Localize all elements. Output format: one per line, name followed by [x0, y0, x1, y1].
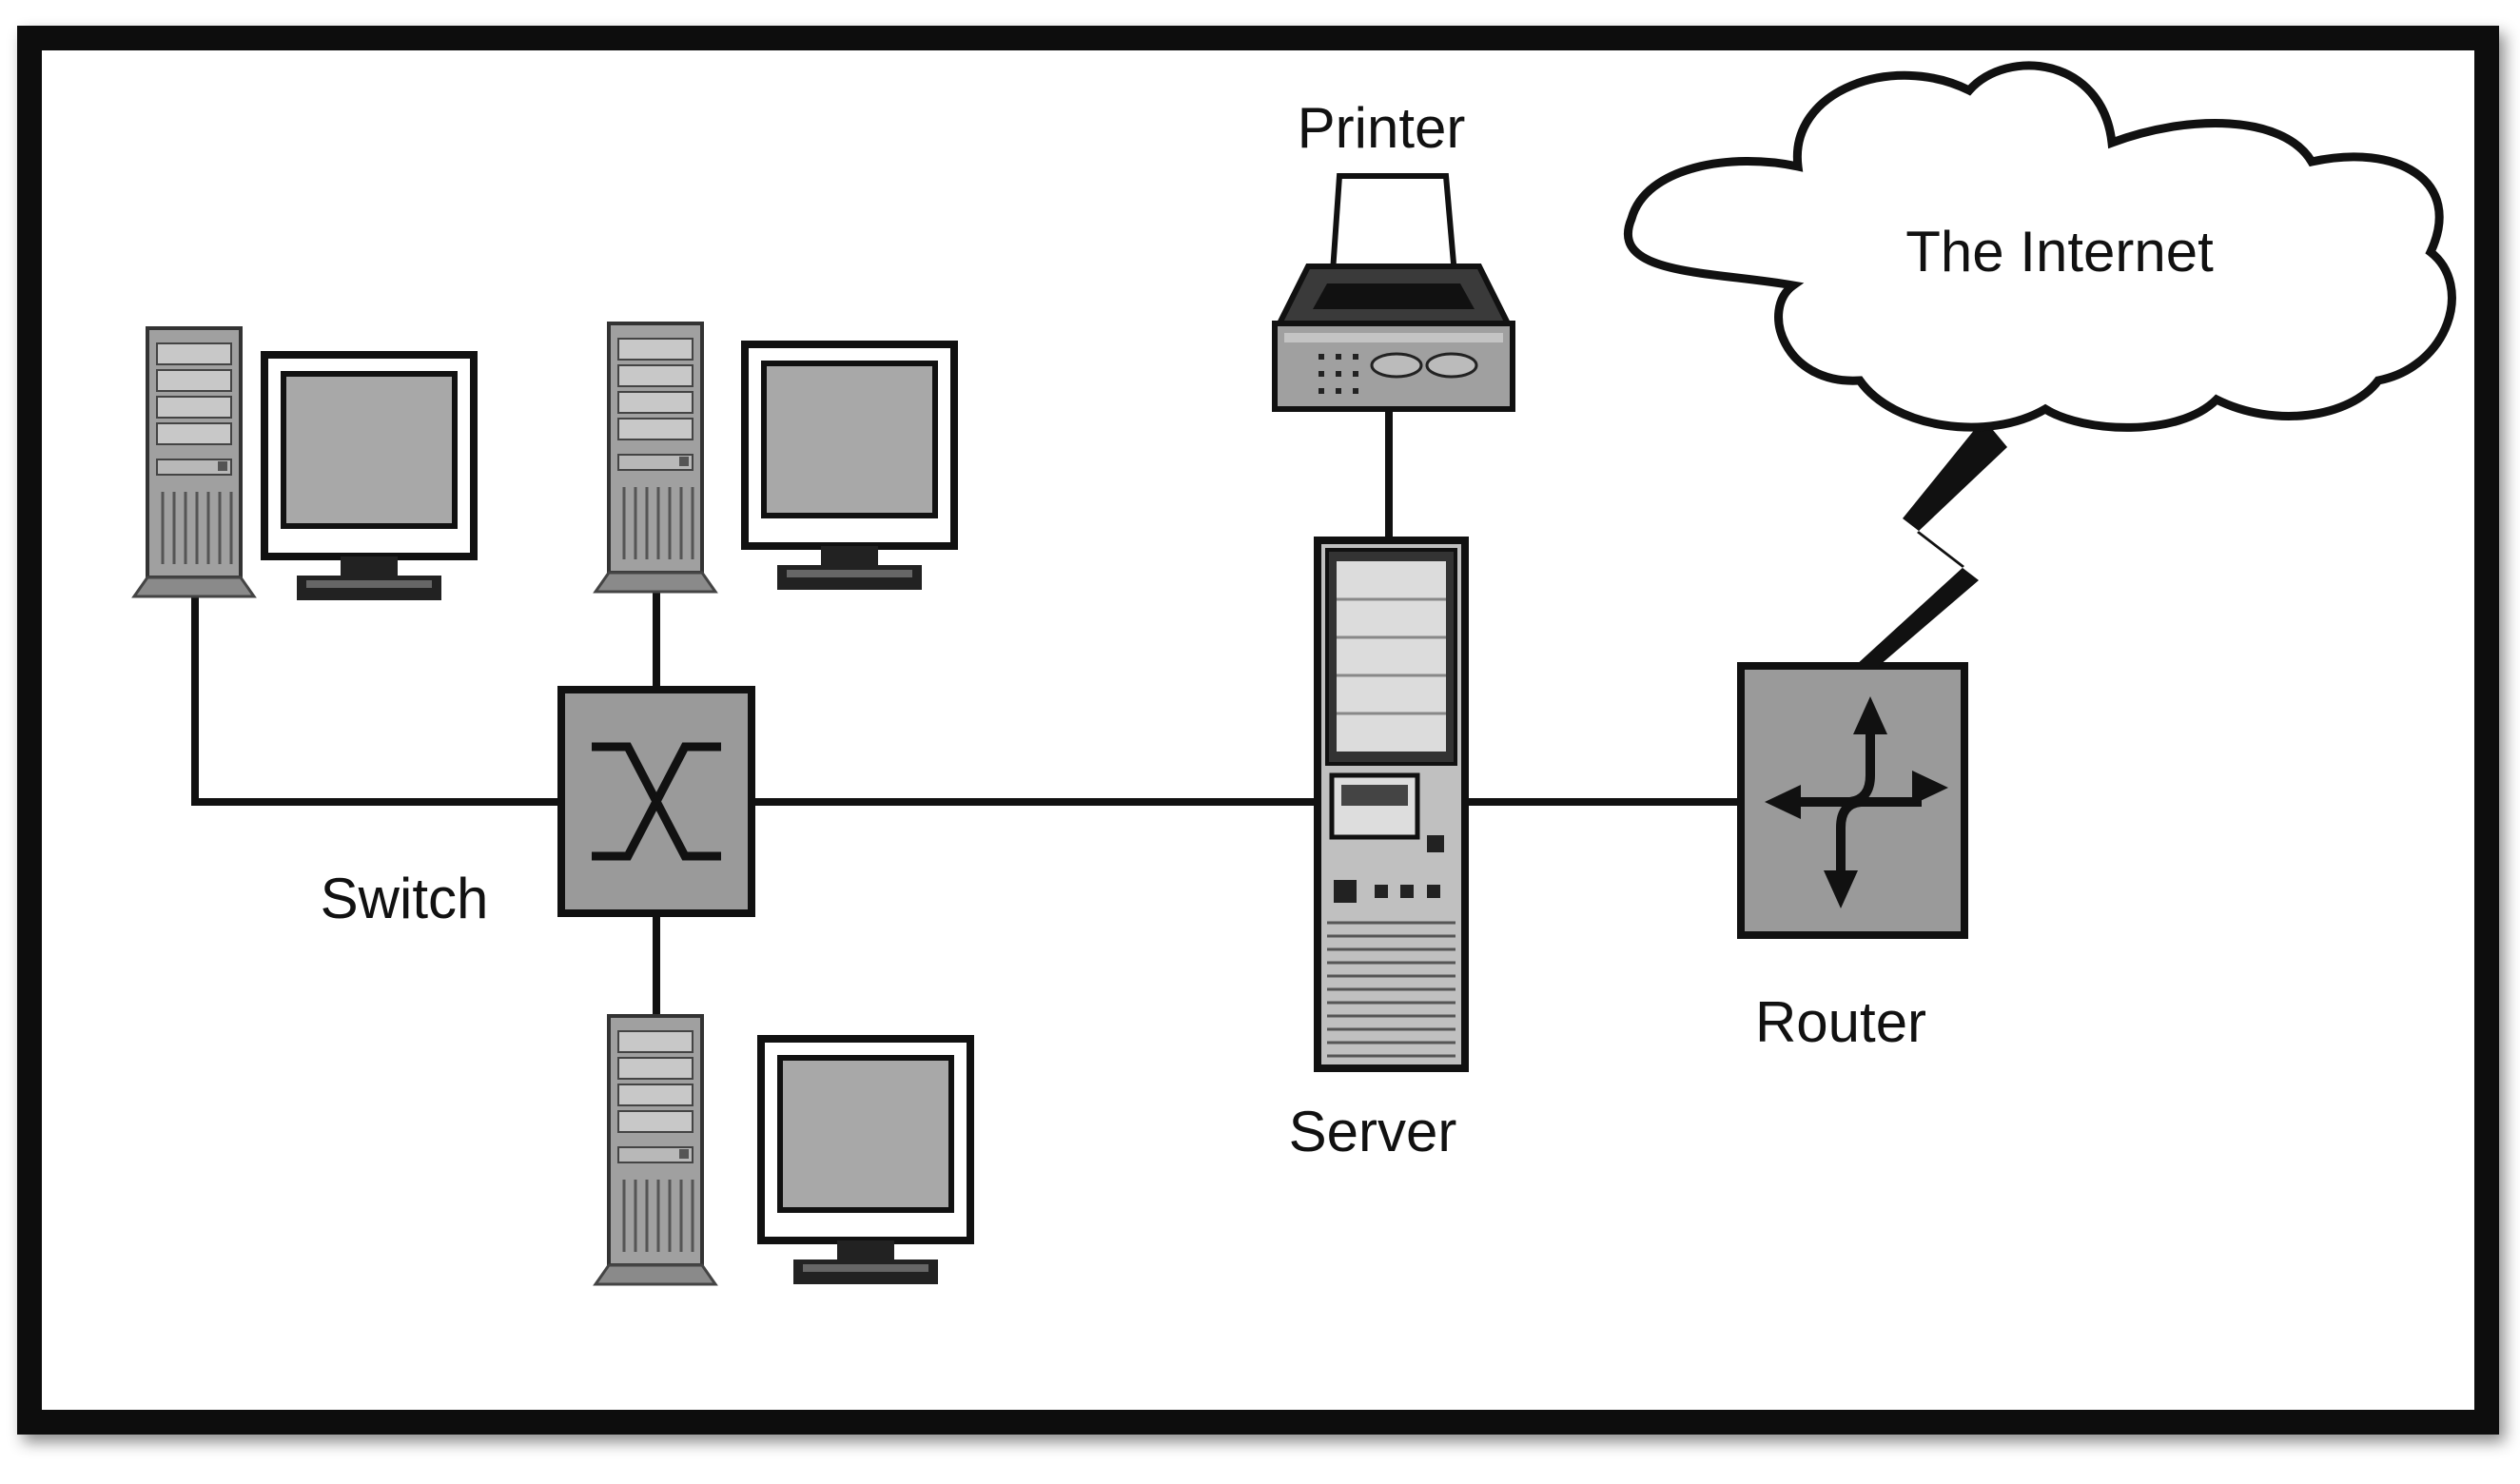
workstation-3 — [594, 1014, 970, 1286]
switch-label: Switch — [321, 867, 489, 930]
internet-cloud — [1624, 61, 2456, 432]
tower-pc-icon — [132, 326, 256, 598]
internet-label: The Internet — [1905, 220, 2214, 283]
tower-pc-icon — [594, 1014, 717, 1286]
switch-icon — [557, 686, 755, 917]
workstation-1 — [132, 326, 474, 600]
router-icon — [1737, 662, 1968, 939]
server-icon — [1314, 537, 1469, 1072]
lightning-link-icon — [1855, 419, 2007, 666]
printer-icon — [1272, 173, 1515, 412]
printer-label: Printer — [1298, 96, 1466, 160]
router-label: Router — [1755, 990, 1926, 1054]
server-label: Server — [1289, 1100, 1457, 1163]
link-workstation-1-switch — [191, 597, 561, 806]
tower-pc-icon — [594, 322, 717, 594]
connection-lines — [191, 411, 1741, 1016]
